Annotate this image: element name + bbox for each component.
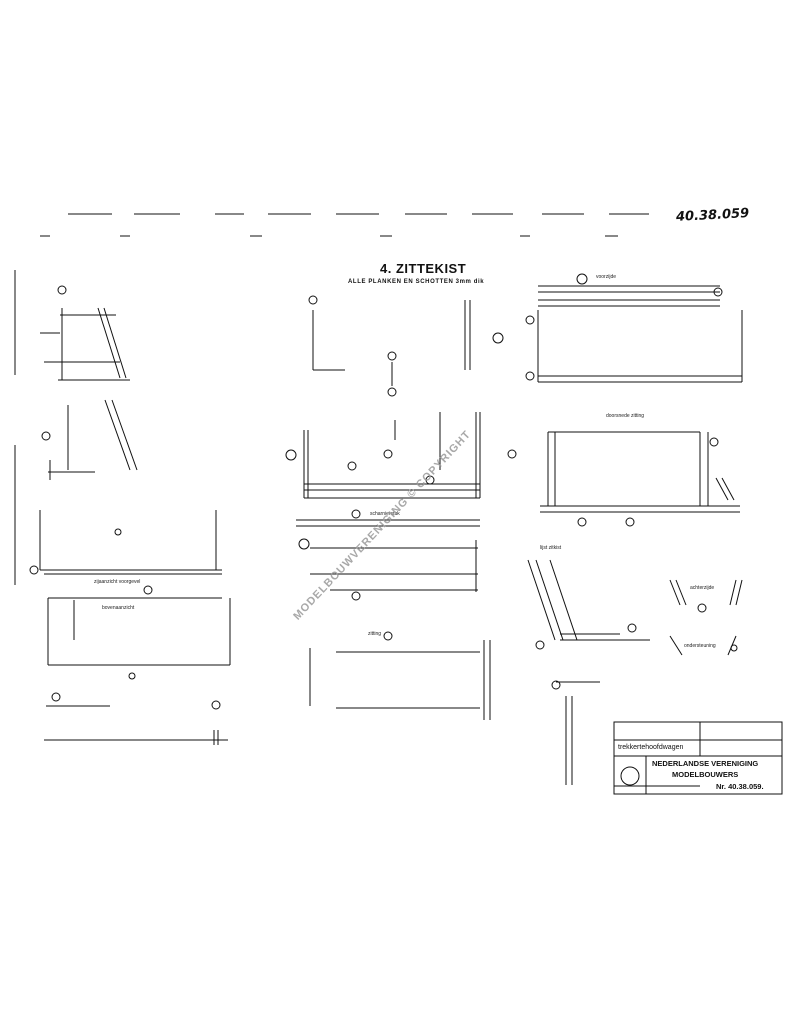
view-center-strips <box>296 509 480 601</box>
top-border-marks <box>40 213 649 237</box>
view-right-incline <box>527 559 650 650</box>
label-back: achterzijde <box>690 585 715 591</box>
label-seat-detail: lijst zitkist <box>540 545 562 551</box>
view-top-left <box>40 285 130 381</box>
view-left-rect-1 <box>29 510 222 575</box>
label-inner-partition: scharnierstuk <box>370 511 400 517</box>
title-block-number: Nr. 40.38.059. <box>716 782 764 791</box>
view-center-plank <box>309 631 491 720</box>
view-left-rect-2 <box>47 585 231 680</box>
view-center-section <box>285 412 481 499</box>
drawing-subtitle: ALLE PLANKEN EN SCHOTTEN 3mm dik <box>348 279 485 285</box>
title-block-vehicle: trekkertehoofdwagen <box>618 744 684 751</box>
title-block-org-line1: NEDERLANDSE VERENIGING <box>652 759 759 768</box>
title-block-org-line2: MODELBOUWERS <box>672 770 739 779</box>
label-floor-plan: bovenaanzicht <box>102 605 135 611</box>
view-right-strip <box>551 680 600 785</box>
drawing-number: 40.38.059 <box>675 206 750 225</box>
title-block <box>613 721 783 795</box>
label-cushion: zitting <box>368 631 382 637</box>
view-center-box <box>308 295 504 397</box>
view-right-section <box>507 431 740 527</box>
label-bracket: ondersteuning <box>684 643 716 649</box>
view-right-hinges <box>669 579 743 656</box>
view-left-incline <box>41 399 138 480</box>
label-front-view: voorzijde <box>596 274 617 280</box>
label-lower-side-view: zijaanzicht voorgevel <box>94 579 141 585</box>
label-cross-section: doorsnede zitting <box>606 413 645 419</box>
view-left-bottom <box>44 692 228 745</box>
view-right-front <box>525 273 743 383</box>
drawing-title: 4. ZITTEKIST <box>380 261 467 276</box>
